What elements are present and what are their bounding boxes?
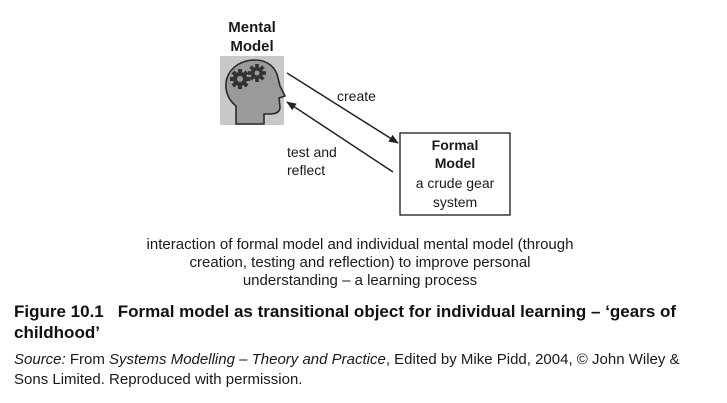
figure-title-text: Formal model as transitional object for …: [117, 302, 677, 321]
formal-model-title-line2: Model: [435, 155, 475, 171]
source-book-title: Systems Modelling – Theory and Practice: [109, 351, 386, 368]
formal-model-box: [399, 132, 511, 216]
mental-model-label-line1: Mental: [228, 19, 276, 36]
source-from: From: [65, 351, 110, 368]
create-arrow: [286, 72, 399, 144]
source-details: , Edited by Mike Pidd, 2004, © John Wile…: [385, 351, 680, 368]
formal-model-title-line1: Formal: [432, 137, 479, 153]
diagram-caption: interaction of formal model and individu…: [100, 236, 620, 290]
mental-model-label-line2: Model: [230, 38, 273, 55]
create-label: create: [337, 88, 376, 104]
head-with-gears-icon: [220, 56, 286, 125]
figure-title-text-cont: childhood’: [14, 323, 100, 342]
source-label: Source:: [14, 351, 66, 368]
test-reflect-label-line1: test and: [287, 144, 337, 160]
figure-number: Figure 10.1: [14, 302, 104, 321]
caption-line: creation, testing and reflection) to imp…: [189, 254, 531, 271]
source-details-cont: Sons Limited. Reproduced with permission…: [14, 371, 303, 388]
source-note: Source: From Systems Modelling – Theory …: [14, 350, 719, 390]
caption-line: interaction of formal model and individu…: [146, 236, 574, 253]
test-reflect-arrow: [286, 101, 394, 173]
formal-model-desc-line2: system: [433, 194, 477, 210]
test-reflect-label-line2: reflect: [287, 162, 325, 178]
formal-model-desc-line1: a crude gear: [416, 175, 495, 191]
figure-title: Figure 10.1 Formal model as transitional …: [14, 301, 719, 343]
caption-line: understanding – a learning process: [242, 272, 478, 289]
diagram: Mental Model: [220, 19, 511, 216]
